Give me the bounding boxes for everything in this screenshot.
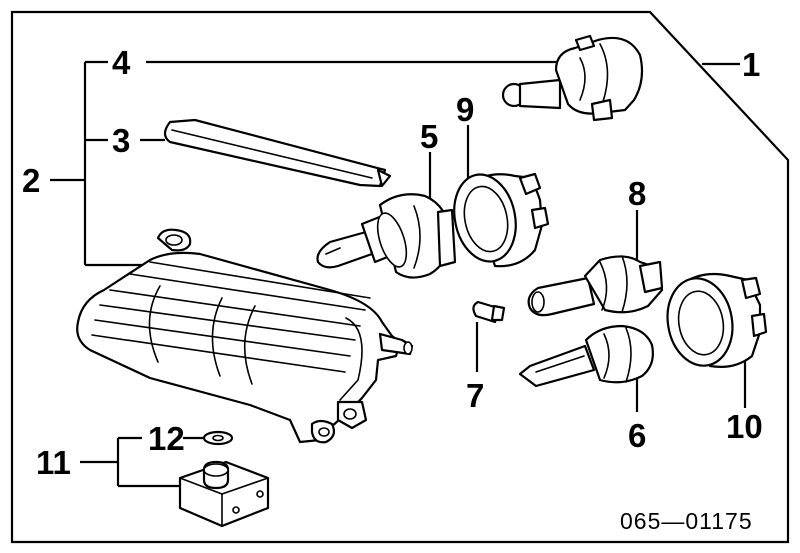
callout-6: 6 — [628, 417, 646, 454]
part-3-strip — [163, 118, 392, 188]
part-10-socket-ring — [666, 272, 768, 368]
callout-9: 9 — [456, 91, 474, 128]
part-12-washer — [202, 430, 234, 446]
callout-12: 12 — [148, 420, 185, 457]
callout-7: 7 — [466, 377, 484, 414]
part-2-headlamp-assembly — [76, 228, 414, 444]
callout-2: 2 — [22, 162, 40, 199]
part-11-connector-block — [178, 460, 270, 528]
callout-1: 1 — [742, 46, 760, 83]
part-9-socket-ring — [453, 172, 550, 268]
part-5-halogen-bulb — [316, 193, 457, 279]
leader-lines — [50, 60, 747, 488]
callout-3: 3 — [112, 122, 130, 159]
callout-5: 5 — [420, 118, 438, 155]
part-7-small-bulb — [472, 300, 506, 324]
callout-10: 10 — [726, 408, 763, 445]
drawing-code: 065—01175 — [620, 508, 753, 534]
part-8-bulb-socket — [527, 255, 664, 317]
part-6-long-bulb — [518, 324, 654, 388]
callout-4: 4 — [112, 44, 131, 81]
part-4-bulb-socket — [501, 34, 644, 122]
callout-8: 8 — [628, 175, 646, 212]
diagram-frame — [10, 10, 790, 544]
callout-11: 11 — [36, 444, 71, 481]
